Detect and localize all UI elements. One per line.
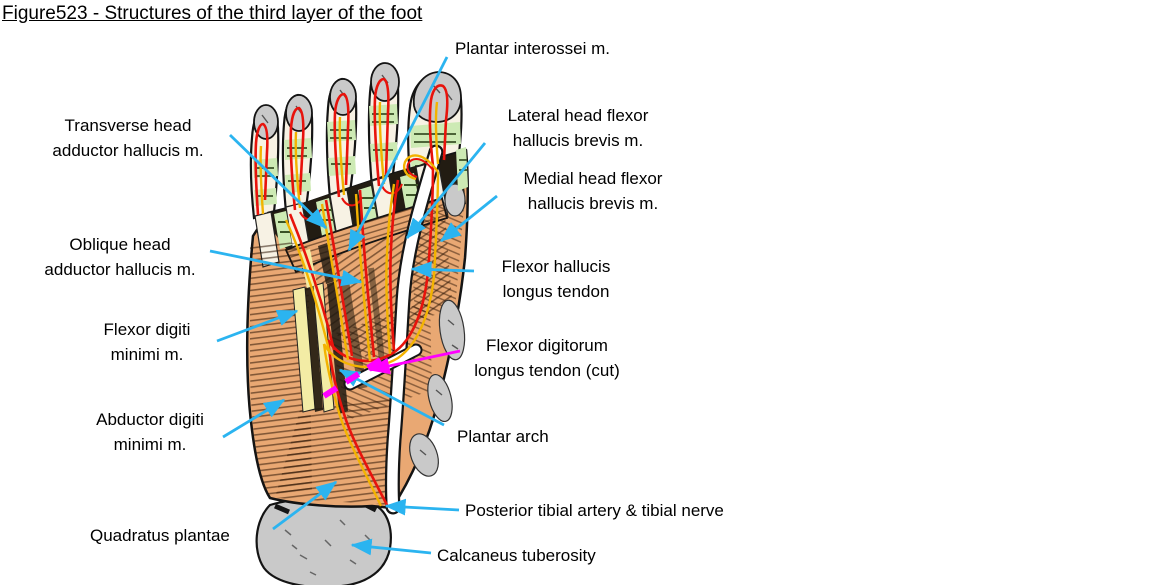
arrow-plantar-interossei xyxy=(347,56,449,252)
arrow-transverse-head-adductor-hallucis xyxy=(229,133,328,230)
arrow-flexor-digiti-minimi xyxy=(216,309,299,343)
arrow-posterior-tibial-artery-tibial-nerve xyxy=(384,498,460,516)
arrow-flexor-hallucis-longus-tendon xyxy=(410,261,475,279)
toe-1-bone xyxy=(412,71,462,123)
arrow-layer xyxy=(209,56,498,556)
arrow-abductor-digiti-minimi xyxy=(222,398,286,439)
toe-2 xyxy=(367,62,400,190)
medial-bone-shadows xyxy=(409,183,466,477)
figure-title: Figure523 - Structures of the third laye… xyxy=(2,3,423,24)
plantar-arteries xyxy=(254,77,449,508)
arrow-medial-head-flexor-hallucis-brevis xyxy=(439,194,498,243)
arrow-oblique-head-adductor-hallucis xyxy=(209,249,363,287)
arrow-plantar-arch xyxy=(338,368,445,427)
arrow-flexor-digitorum-longus-tendon-cut xyxy=(368,349,461,375)
toe-4-bone xyxy=(285,94,313,132)
toe-3-bone xyxy=(329,78,357,116)
arrow-lateral-head-flexor-hallucis-brevis xyxy=(405,142,487,240)
calcaneus xyxy=(255,497,392,585)
lumbrical-strips xyxy=(292,243,385,414)
plantar-arch-nerve xyxy=(322,171,440,369)
cut-tendon-dashes xyxy=(322,356,384,399)
calcaneus-speckles xyxy=(284,519,371,576)
arrow-quadratus-plantae xyxy=(272,480,338,531)
plantar-arch-artery xyxy=(326,165,435,363)
toe-5-bone xyxy=(253,104,279,140)
arrow-calcaneus-tuberosity xyxy=(350,538,432,556)
calcaneus-bone xyxy=(255,497,392,585)
